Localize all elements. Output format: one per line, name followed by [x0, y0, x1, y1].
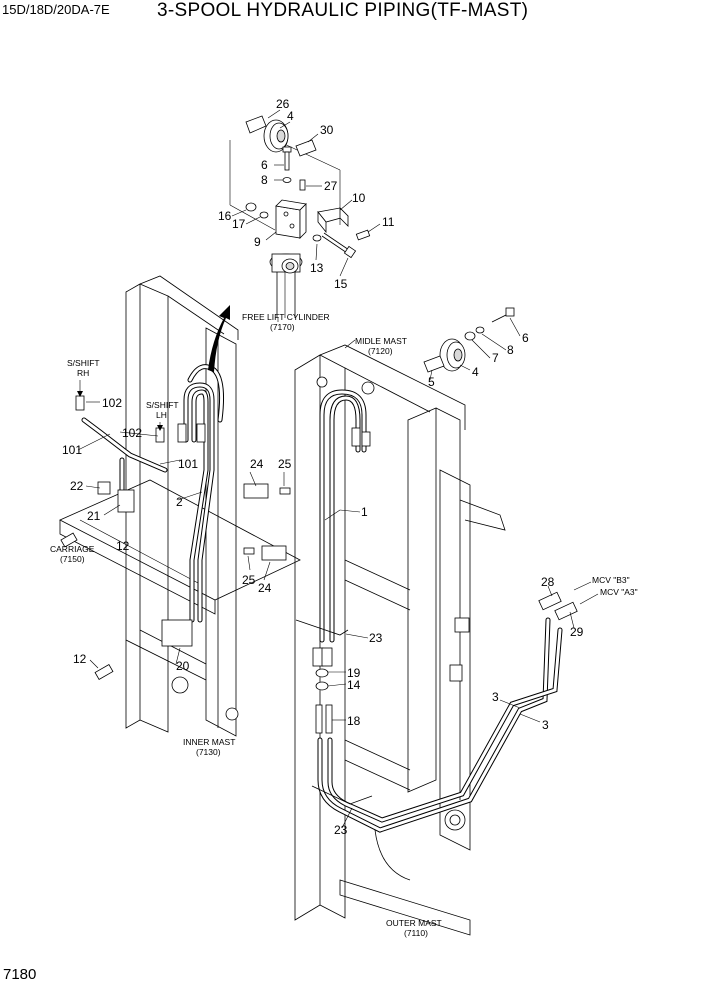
callout-25-bottom: 25: [242, 573, 256, 587]
label-sshift-rh: S/SHIFT: [67, 358, 100, 368]
label-outer-mast-code: (7110): [404, 928, 428, 938]
callout-23-top: 23: [369, 631, 383, 645]
label-inner-mast-code: (7130): [196, 747, 221, 757]
outer-mast: [294, 344, 506, 936]
callout-29: 29: [570, 625, 584, 639]
callout-21: 21: [87, 509, 101, 523]
label-midle-mast-code: (7120): [368, 346, 393, 356]
component-labels: FREE LIFT CYLINDER (7170) MIDLE MAST (71…: [50, 312, 638, 938]
label-mcv-b3: MCV "B3": [592, 575, 630, 585]
callout-numbers: 26 4 30 6 8 27 10 16 17 11 9 13 15 6 8 7…: [62, 97, 584, 837]
label-mcv-a3: MCV "A3": [600, 587, 638, 597]
callout-101-left: 101: [62, 443, 82, 457]
callout-7: 7: [492, 351, 499, 365]
callout-30: 30: [320, 123, 334, 137]
label-outer-mast: OUTER MAST: [386, 918, 442, 928]
leader-lines: [77, 109, 599, 829]
callout-17: 17: [232, 217, 246, 231]
callout-4: 4: [287, 109, 294, 123]
callout-22: 22: [70, 479, 84, 493]
callout-9: 9: [254, 235, 261, 249]
callout-13: 13: [310, 261, 324, 275]
callout-11: 11: [382, 215, 395, 229]
callout-12-carriage: 12: [116, 539, 130, 553]
callout-8-middle: 8: [507, 343, 514, 357]
hydraulic-hoses: [81, 382, 563, 833]
callout-3-lower: 3: [542, 718, 549, 732]
callout-15: 15: [334, 277, 348, 291]
callout-8: 8: [261, 173, 268, 187]
callout-18: 18: [347, 714, 361, 728]
label-sshift-rh-side: RH: [77, 368, 89, 378]
callout-23-bottom: 23: [334, 823, 348, 837]
callout-3-upper: 3: [492, 690, 499, 704]
page-title: 3-SPOOL HYDRAULIC PIPING(TF-MAST): [157, 0, 529, 21]
callout-24-bottom: 24: [258, 581, 272, 595]
callout-20: 20: [176, 659, 190, 673]
callout-26: 26: [276, 97, 290, 111]
label-inner-mast: INNER MAST: [183, 737, 235, 747]
callout-14: 14: [347, 678, 361, 692]
page-number: 7180: [3, 966, 37, 983]
callout-12-inner: 12: [73, 652, 87, 666]
callout-19: 19: [347, 666, 361, 680]
callout-28: 28: [541, 575, 555, 589]
label-sshift-lh: S/SHIFT: [146, 400, 179, 410]
inner-mast: [59, 275, 301, 737]
callout-25-top: 25: [278, 457, 292, 471]
callout-27: 27: [324, 179, 338, 193]
pulley-assembly-top: [229, 115, 371, 318]
callout-4-middle: 4: [472, 365, 479, 379]
callout-101-right: 101: [178, 457, 198, 471]
model-number: 15D/18D/20DA-7E: [2, 2, 110, 17]
callout-16: 16: [218, 209, 232, 223]
fittings: [60, 307, 578, 734]
callout-24-top: 24: [250, 457, 264, 471]
callout-5: 5: [428, 375, 435, 389]
label-free-lift-cylinder: FREE LIFT CYLINDER: [242, 312, 330, 322]
callout-2: 2: [176, 495, 183, 509]
callout-10: 10: [352, 191, 366, 205]
callout-6-middle: 6: [522, 331, 529, 345]
label-carriage: CARRIAGE: [50, 544, 95, 554]
callout-1: 1: [361, 505, 368, 519]
sshift-arrows: [77, 380, 163, 431]
label-free-lift-cylinder-code: (7170): [270, 322, 295, 332]
callout-102-rh: 102: [102, 396, 122, 410]
label-carriage-code: (7150): [60, 554, 85, 564]
label-midle-mast: MIDLE MAST: [355, 336, 407, 346]
callout-6: 6: [261, 158, 268, 172]
label-sshift-lh-side: LH: [156, 410, 167, 420]
callout-102-lh: 102: [122, 426, 142, 440]
